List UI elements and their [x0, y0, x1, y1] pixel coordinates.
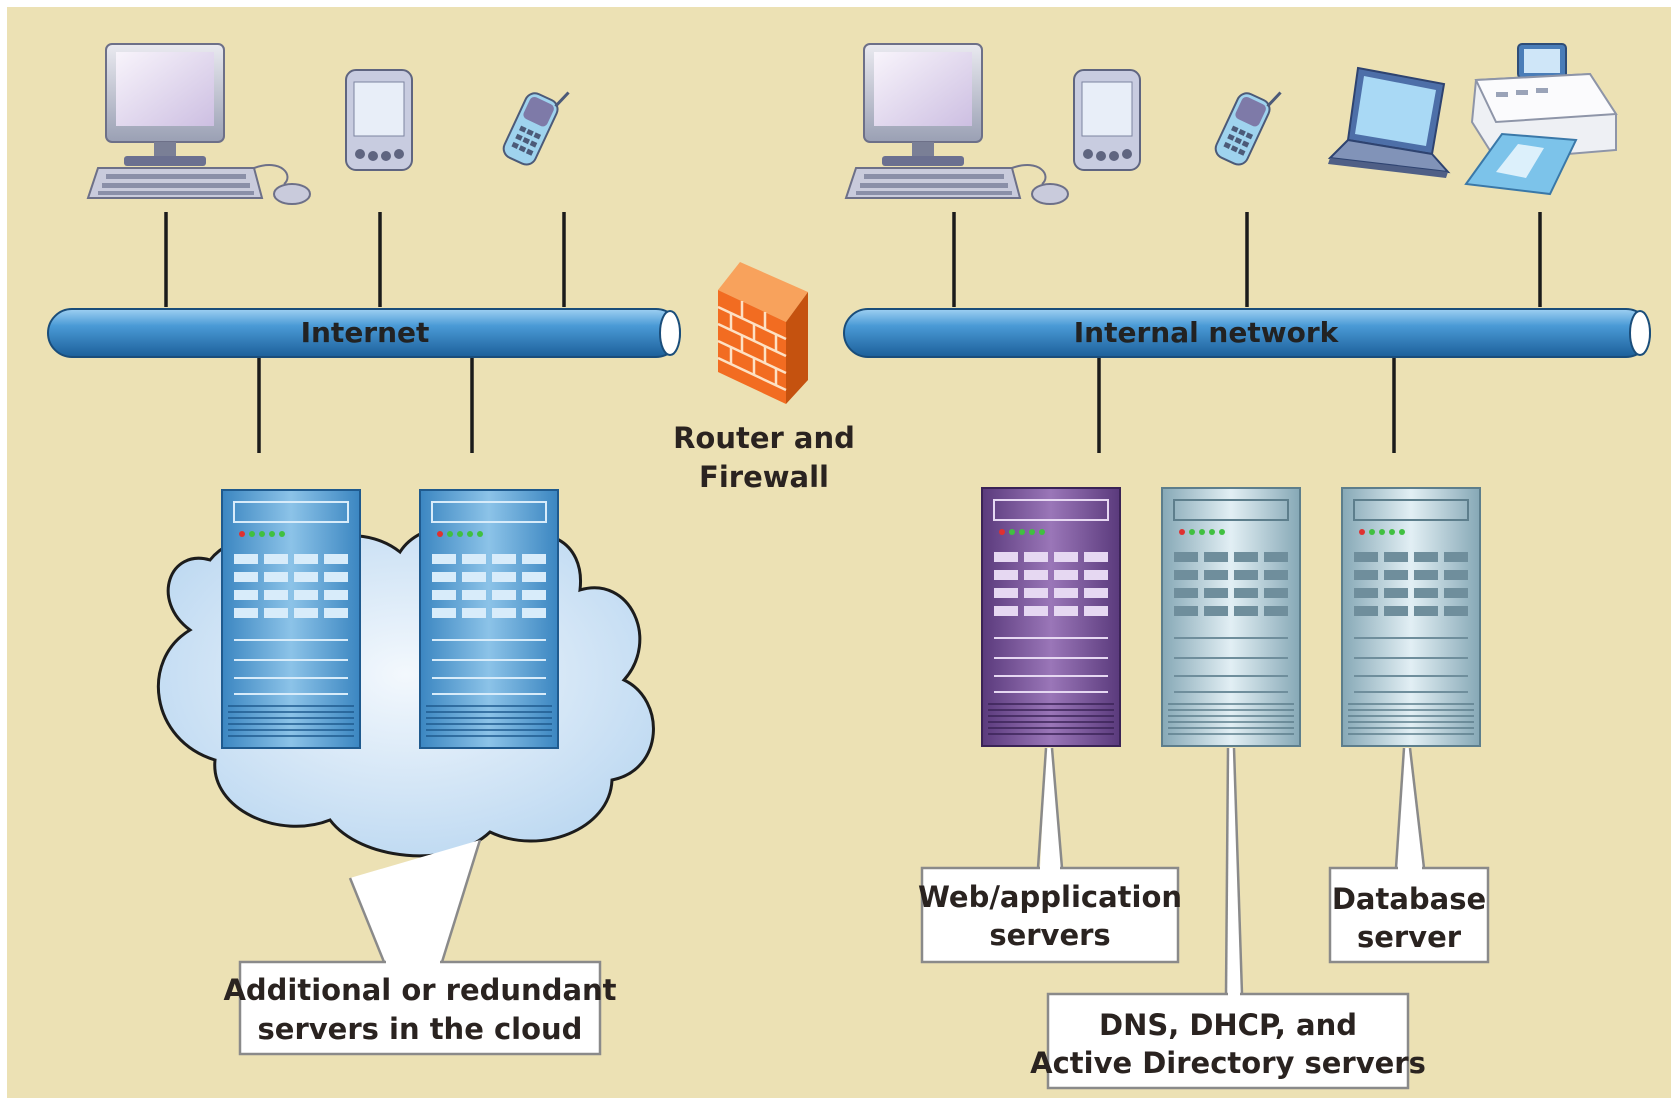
internal-network-pipe: Internal network — [843, 308, 1651, 358]
dns-callout-line2: Active Directory servers — [1030, 1046, 1426, 1080]
device-connectors — [164, 212, 1542, 307]
router-firewall-label-line2: Firewall — [699, 460, 829, 494]
internet-label: Internet — [301, 316, 430, 349]
desktop-computer-icon — [86, 43, 311, 205]
web-callout-line2: servers — [989, 918, 1110, 952]
cell-phone-icon — [1214, 91, 1282, 166]
database-server-icon — [1341, 487, 1481, 747]
pda-icon — [1073, 69, 1141, 171]
server-connectors — [257, 355, 1396, 453]
cloud-callout-line2: servers in the cloud — [258, 1012, 583, 1046]
dns-callout-line1: DNS, DHCP, and — [1099, 1008, 1357, 1042]
pda-icon — [345, 69, 413, 171]
desktop-computer-icon — [844, 43, 1069, 205]
laptop-icon — [1327, 66, 1451, 178]
cell-phone-icon — [502, 91, 570, 166]
database-server-callout: Database server — [1328, 747, 1490, 964]
cloud-servers-callout: Additional or redundant servers in the c… — [223, 839, 617, 1056]
cloud-callout-line1: Additional or redundant — [223, 973, 616, 1007]
dns-servers-callout: DNS, DHCP, and Active Directory servers — [1030, 747, 1426, 1090]
db-callout-line2: server — [1357, 920, 1462, 954]
web-callout-line1: Web/application — [918, 880, 1182, 914]
internal-network-label: Internal network — [1074, 316, 1340, 349]
web-servers-callout: Web/application servers — [918, 747, 1182, 964]
db-callout-line1: Database — [1332, 882, 1486, 916]
server-tower-icon — [419, 489, 559, 749]
internet-pipe: Internet — [47, 308, 681, 358]
web-server-icon — [981, 487, 1121, 747]
server-tower-icon — [221, 489, 361, 749]
router-firewall-label-line1: Router and — [673, 421, 855, 455]
printer-icon — [1464, 43, 1618, 196]
firewall-icon — [717, 262, 808, 404]
dns-server-icon — [1161, 487, 1301, 747]
